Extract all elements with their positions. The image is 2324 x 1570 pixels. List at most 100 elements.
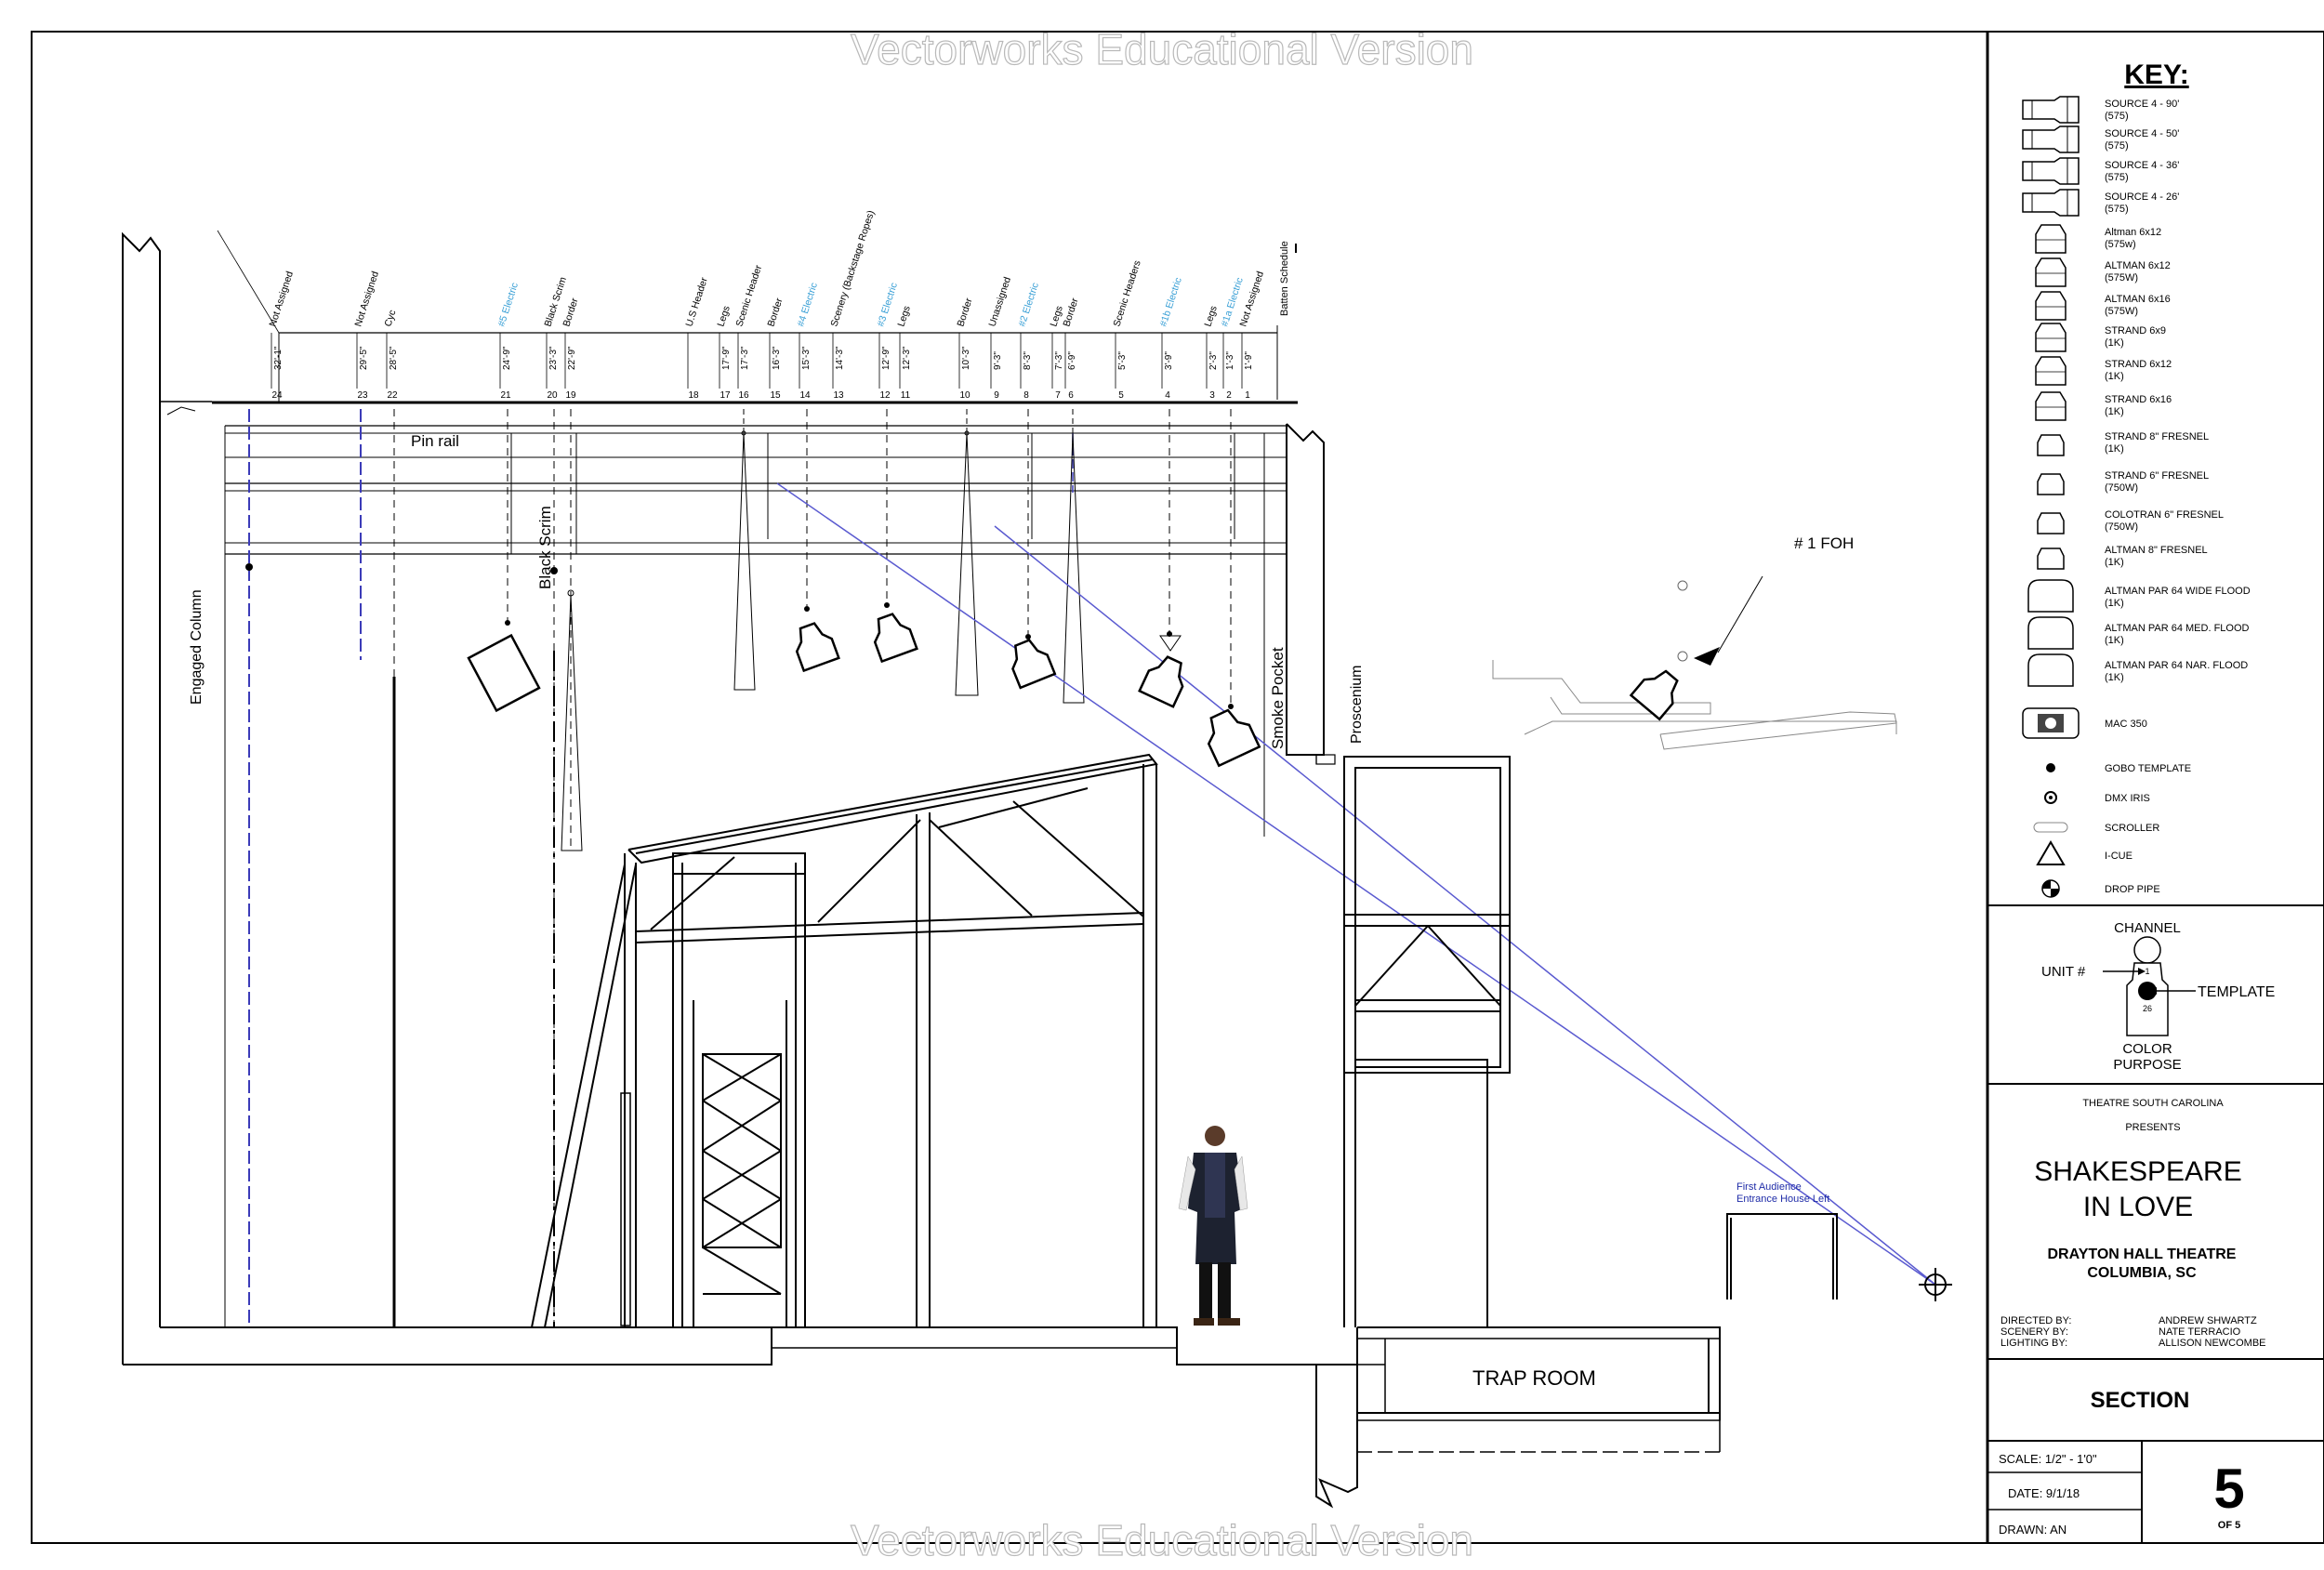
venue: DRAYTON HALL THEATRE <box>2048 1247 2237 1262</box>
batten-distance: 24'-9" <box>502 346 512 370</box>
batten-label: #4 Electric <box>795 282 820 328</box>
key-item-label: MAC 350 <box>2105 719 2147 730</box>
par-icon <box>2027 616 2074 650</box>
key-item-sublabel: (1K) <box>2105 443 2124 455</box>
batten-label: U.S Header <box>683 276 710 328</box>
key-item-sublabel: (575) <box>2105 204 2129 215</box>
key-item-label: Altman 6x12 <box>2105 227 2161 238</box>
instrument-4-electric <box>795 622 840 673</box>
legend-sample-unit: 1 <box>2145 967 2149 976</box>
instrument-3-electric <box>873 613 918 664</box>
key-item-label: STRAND 8" FRESNEL <box>2105 431 2209 442</box>
batten-label: Not Assigned <box>267 270 296 328</box>
first-audience-label-2: Entrance House Left <box>1736 1194 1829 1205</box>
title-block: THEATRE SOUTH CAROLINA PRESENTS SHAKESPE… <box>1987 1098 2324 1543</box>
credit-name: ANDREW SHWARTZ <box>2159 1315 2257 1326</box>
key-item-label: SOURCE 4 - 26' <box>2105 191 2179 203</box>
black-scrim-label: Black Scrim <box>536 506 554 589</box>
source4-icon <box>2022 189 2080 217</box>
batten-label: Border <box>561 297 580 328</box>
legend-channel: CHANNEL <box>2114 920 2181 936</box>
batten-9: 99'-3"Unassigned <box>986 275 1013 401</box>
legend-color: COLOR <box>2122 1041 2172 1057</box>
key-item-sublabel: (1K) <box>2105 337 2124 349</box>
par-icon <box>2027 579 2074 613</box>
key-item-label: SOURCE 4 - 90' <box>2105 99 2179 110</box>
key-item-sublabel: (1K) <box>2105 371 2124 382</box>
key-item-label: ALTMAN 8" FRESNEL <box>2105 545 2208 556</box>
batten-number: 23 <box>357 390 368 401</box>
batten-distance: 3'-9" <box>1164 351 1174 370</box>
batten-distance: 29'-5" <box>359 346 369 370</box>
batten-label: Border <box>1061 297 1080 328</box>
key-item-label: ALTMAN PAR 64 NAR. FLOOD <box>2105 660 2248 671</box>
batten-number: 17 <box>720 390 731 401</box>
batten-number: 19 <box>565 390 576 401</box>
key-item: ALTMAN 8" FRESNEL(1K) <box>2037 545 2208 570</box>
fly-lines <box>248 409 1232 1327</box>
engaged-column-label: Engaged Column <box>189 589 205 705</box>
key-item-label: STRAND 6x12 <box>2105 359 2172 370</box>
batten-2: 21'-3"#1a Electric <box>1219 276 1245 401</box>
legend-purpose: PURPOSE <box>2113 1057 2181 1073</box>
batten-number: 13 <box>833 390 844 401</box>
iris-symbol <box>1159 635 1182 652</box>
batten-number: 16 <box>738 390 749 401</box>
key-item: DROP PIPE <box>2041 879 2160 898</box>
foh-instrument <box>1629 669 1679 721</box>
key-item-sublabel: (575) <box>2105 140 2129 152</box>
key-item: STRAND 6" FRESNEL(750W) <box>2037 470 2209 495</box>
batten-distance: 17'-9" <box>721 346 732 370</box>
fresnel-icon <box>2037 548 2065 570</box>
batten-label: #1b Electric <box>1157 276 1183 328</box>
first-audience-label: First Audience <box>1736 1181 1802 1193</box>
key-item: ALTMAN PAR 64 MED. FLOOD(1K) <box>2027 616 2250 650</box>
batten-distance: 23'-3" <box>548 346 559 370</box>
show-title-line2: IN LOVE <box>2083 1192 2193 1222</box>
moving-light-icon <box>2022 707 2080 739</box>
fresnel-icon <box>2037 512 2065 534</box>
key-item: SOURCE 4 - 90'(575) <box>2022 96 2179 124</box>
batten-number: 2 <box>1226 390 1232 401</box>
key-item: SOURCE 4 - 50'(575) <box>2022 125 2179 153</box>
key-item: STRAND 6x12(1K) <box>2035 356 2172 386</box>
borders-and-legs <box>561 432 1265 851</box>
key-item: GOBO TEMPLATE <box>2046 763 2191 774</box>
batten-label: Scenic Header <box>733 263 764 328</box>
batten-label: Legs <box>715 305 732 328</box>
batten-distance: 32'-1" <box>273 346 284 370</box>
human-scale-figure <box>1178 1126 1248 1326</box>
batten-number: 5 <box>1118 390 1124 401</box>
batten-number: 10 <box>959 390 971 401</box>
batten-distance: 6'-9" <box>1067 351 1077 370</box>
key-item-sublabel: (575) <box>2105 111 2129 122</box>
view-title: SECTION <box>2091 1388 2190 1413</box>
key-item-sublabel: (575) <box>2105 172 2129 183</box>
legend-template: TEMPLATE <box>2198 984 2275 1000</box>
ellipsoidal-icon <box>2035 224 2067 254</box>
batten-number: 21 <box>500 390 511 401</box>
key-item: ALTMAN 6x12(575W) <box>2035 257 2171 287</box>
batten-number: 11 <box>901 390 911 401</box>
key-item-label: STRAND 6x16 <box>2105 394 2172 405</box>
batten-number: 22 <box>387 390 398 401</box>
key-item-sublabel: (1K) <box>2105 635 2124 646</box>
key-item-sublabel: (1K) <box>2105 557 2124 568</box>
key-item: DMX IRIS <box>2044 791 2150 804</box>
key-item-sublabel: (575W) <box>2105 306 2138 317</box>
batten-number: 9 <box>994 390 999 401</box>
key-item: ALTMAN 6x16(575W) <box>2035 291 2171 321</box>
batten-number: 3 <box>1209 390 1215 401</box>
batten-number: 6 <box>1068 390 1074 401</box>
credit-role: LIGHTING BY: <box>2000 1338 2067 1349</box>
ellipsoidal-icon <box>2035 257 2067 287</box>
smoke-pocket-label: Smoke Pocket <box>1269 647 1287 749</box>
key-item-label: GOBO TEMPLATE <box>2105 763 2191 774</box>
watermark-bottom: Vectorworks Educational Version <box>850 1515 1473 1564</box>
